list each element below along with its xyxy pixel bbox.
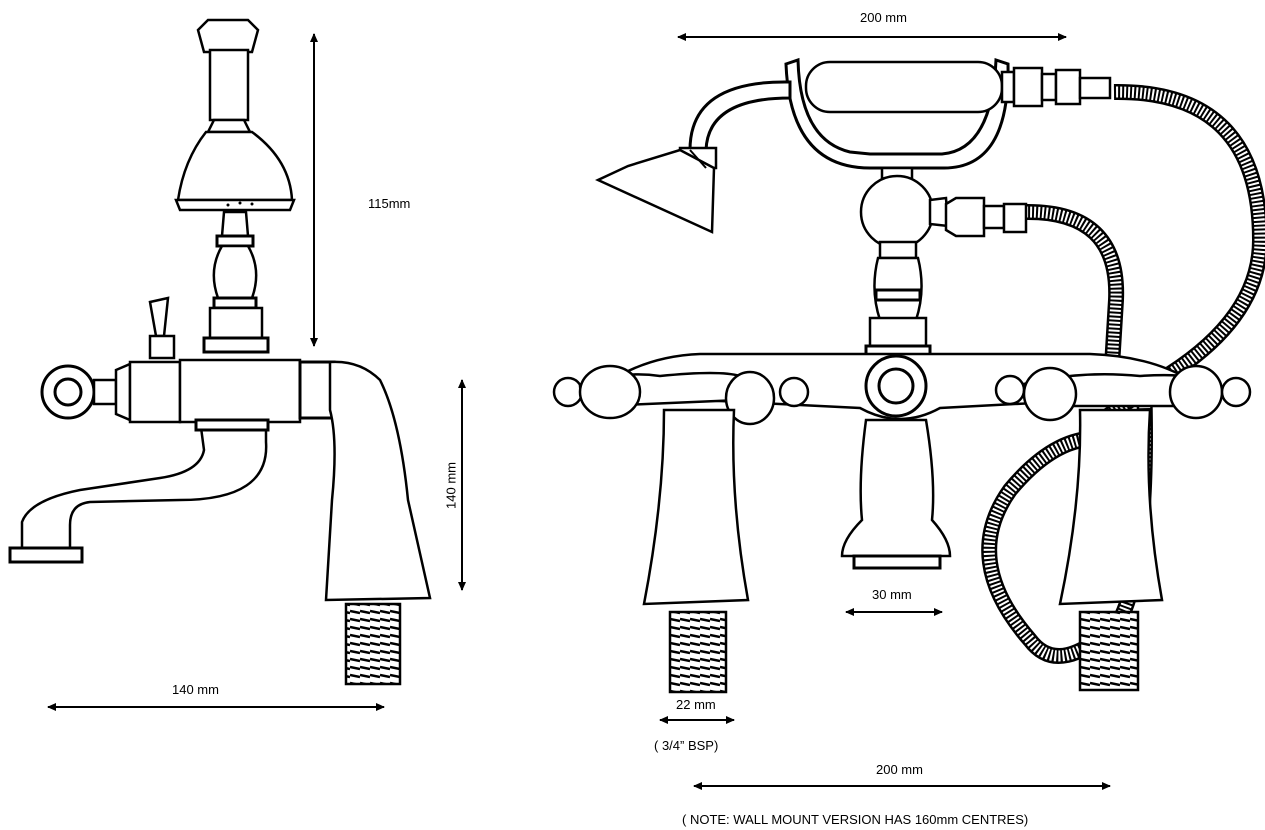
side-handset	[174, 18, 296, 212]
front-dim-top-label: 200 mm	[860, 10, 907, 25]
side-dim-140h-label: 140 mm	[172, 682, 219, 697]
side-riser	[202, 210, 270, 354]
side-spout	[8, 418, 270, 564]
front-right-leg	[1058, 408, 1164, 692]
front-left-handle	[552, 364, 810, 426]
side-leg	[324, 360, 432, 686]
front-dim-centres-label: 200 mm	[876, 762, 923, 777]
front-left-leg	[642, 408, 750, 694]
front-dim-22-label: 22 mm	[676, 697, 716, 712]
front-dim-30-label: 30 mm	[872, 587, 912, 602]
front-short-hose	[1023, 203, 1125, 367]
front-view	[552, 57, 1265, 694]
side-body	[40, 358, 336, 424]
side-view	[8, 18, 432, 686]
front-dim-thread-label: ( 3/4” BSP)	[654, 738, 719, 753]
side-lever	[148, 296, 176, 360]
front-spout	[840, 418, 952, 570]
side-dim-140v-label: 140 mm	[443, 462, 459, 509]
wall-mount-note: ( NOTE: WALL MOUNT VERSION HAS 160mm CEN…	[682, 812, 1029, 827]
front-right-handle	[994, 364, 1252, 422]
front-centre-column	[859, 166, 1028, 362]
front-handset	[595, 57, 1112, 234]
side-dim-115-label: 115mm	[368, 196, 411, 211]
